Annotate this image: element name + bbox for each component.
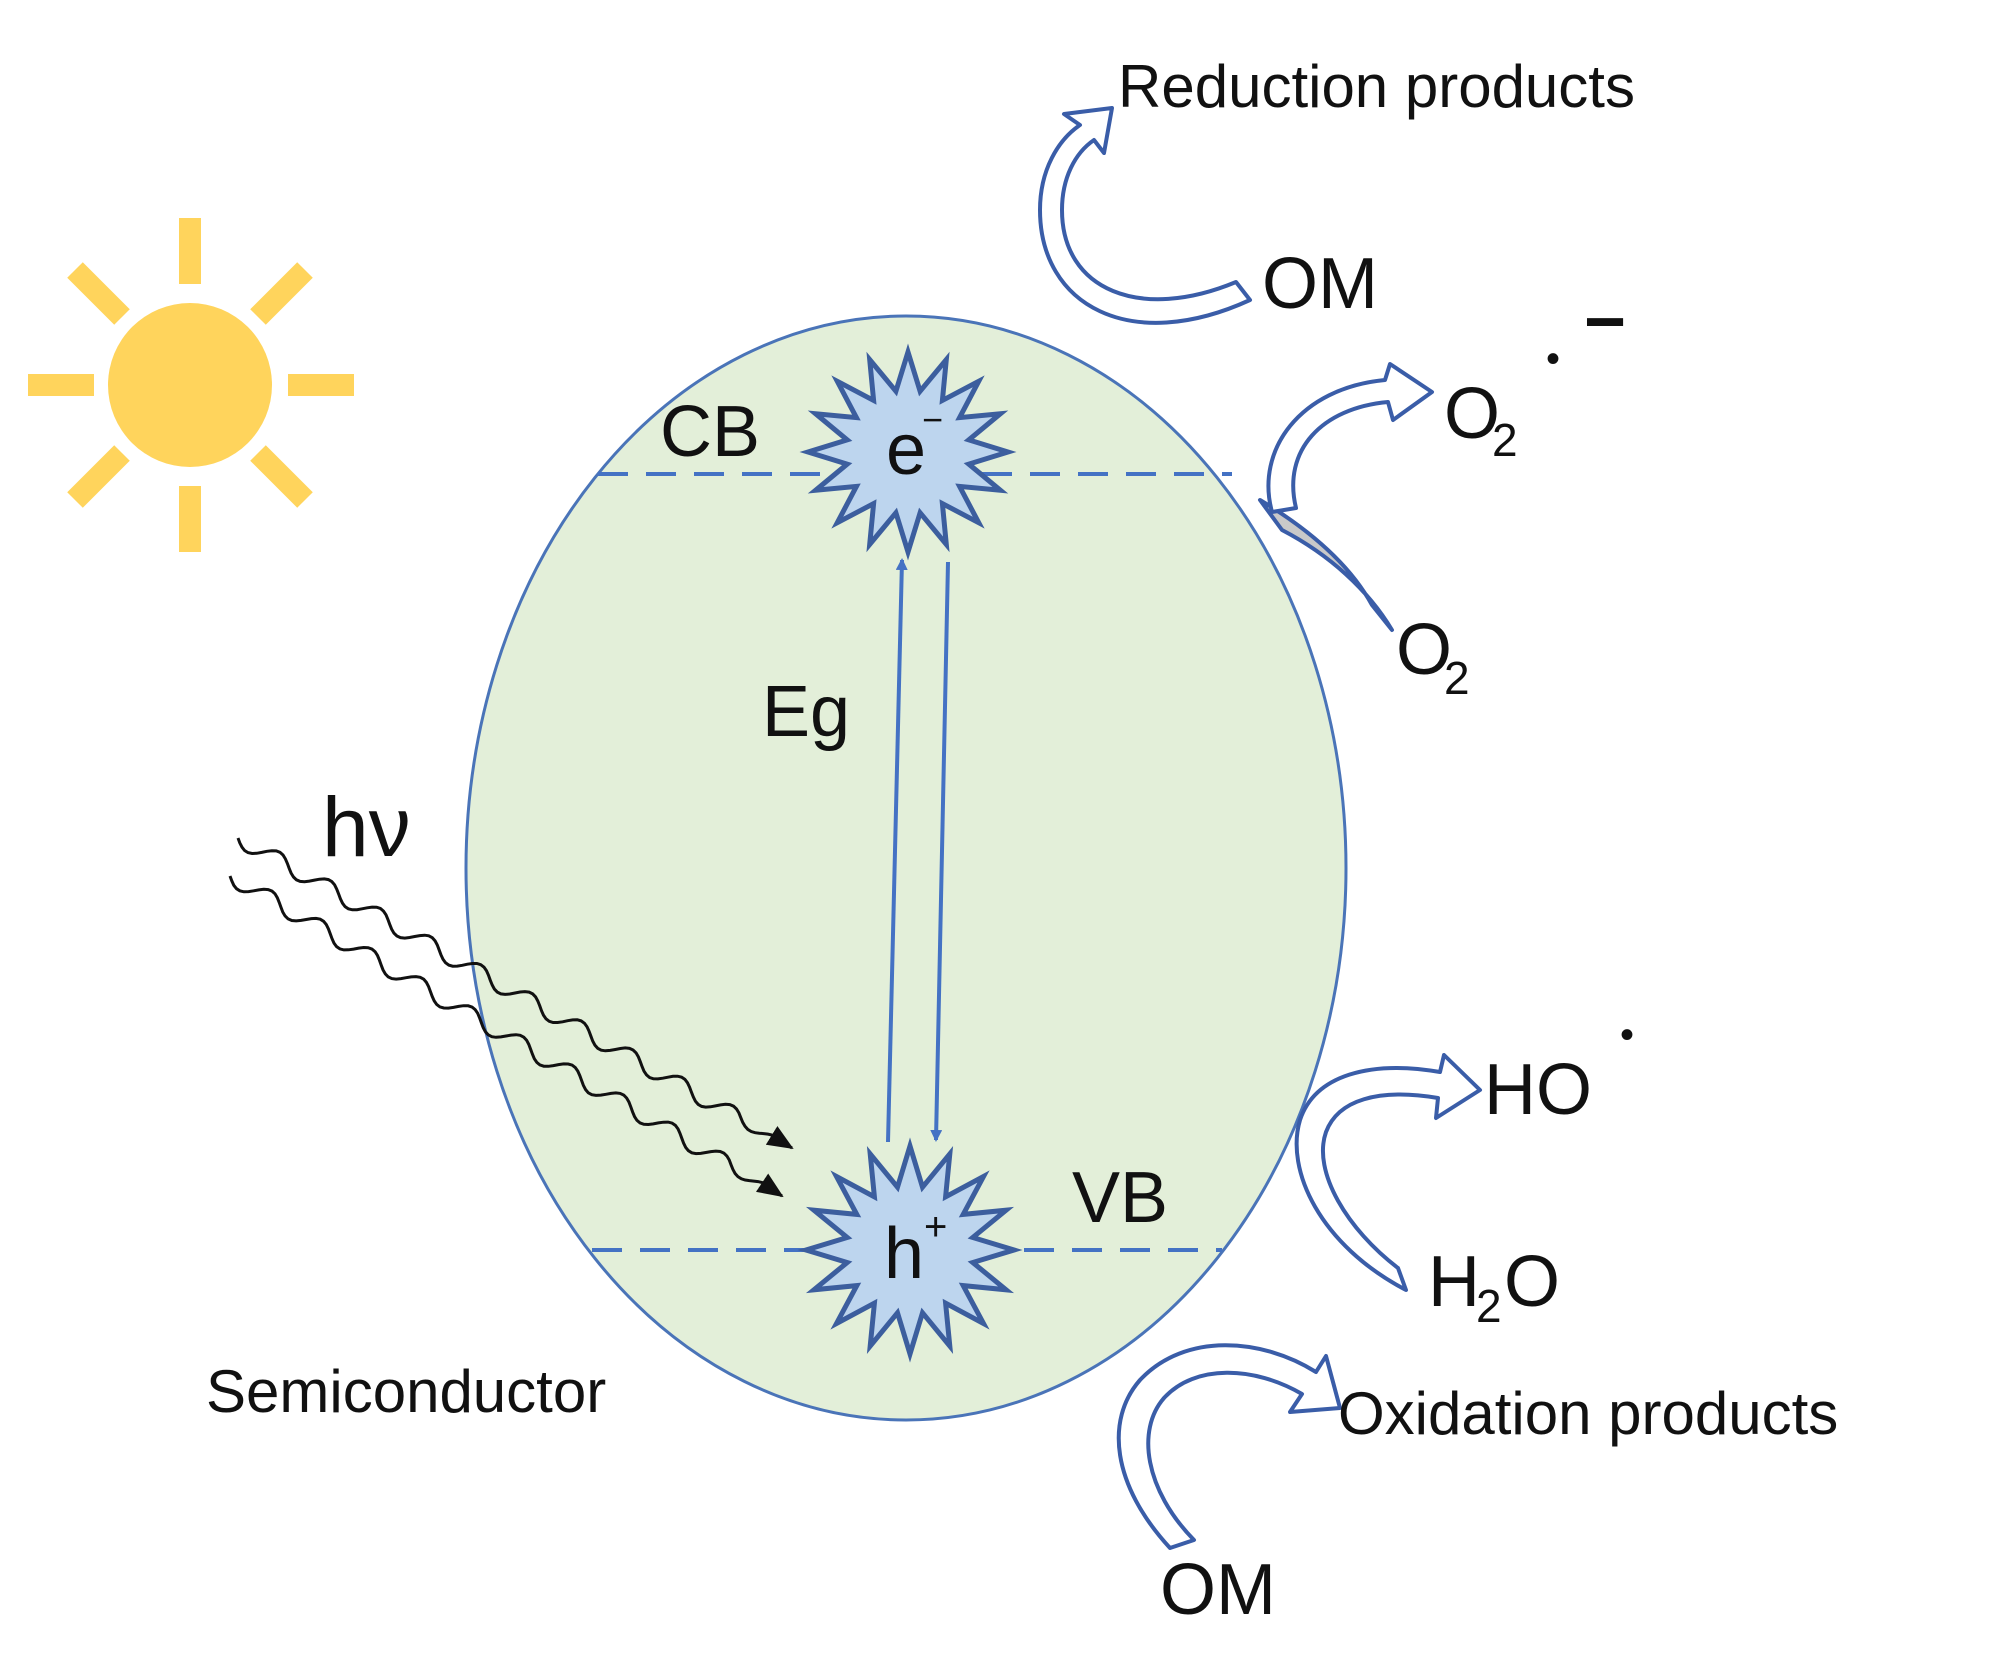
- svg-text:+: +: [924, 1205, 947, 1249]
- band-gap-label: Eg: [762, 672, 850, 752]
- svg-text:HO: HO: [1484, 1050, 1592, 1130]
- hole-burst-icon: [797, 1137, 1023, 1363]
- recombination-arrow: [930, 561, 950, 1142]
- svg-text:•: •: [1620, 1013, 1634, 1057]
- svg-text:•: •: [1546, 337, 1560, 381]
- semiconductor-particle: [464, 314, 1348, 1422]
- excitation-arrow: [886, 558, 908, 1143]
- hydroxyl-radical-label: HO •: [1484, 1013, 1634, 1130]
- semiconductor-label: Semiconductor: [206, 1358, 606, 1425]
- svg-text:−: −: [1584, 282, 1626, 362]
- svg-text:e: e: [886, 410, 926, 490]
- svg-text:O: O: [1396, 610, 1452, 690]
- svg-text:2: 2: [1492, 414, 1518, 466]
- om-bottom-label: OM: [1160, 1550, 1276, 1630]
- valence-band-label: VB: [1072, 1158, 1168, 1238]
- h2o-oxidation-arrow: [1294, 1053, 1482, 1292]
- svg-text:H: H: [1428, 1242, 1480, 1322]
- wavy-photon-arrow-icon: [228, 837, 794, 1198]
- water-label: H 2 O: [1428, 1242, 1560, 1332]
- svg-text:O: O: [1444, 374, 1500, 454]
- svg-text:2: 2: [1476, 1280, 1502, 1332]
- o2-reduction-arrow: [1258, 362, 1434, 632]
- sun-icon: [28, 218, 354, 552]
- electron-label: e −: [886, 399, 943, 490]
- svg-text:−: −: [922, 399, 943, 440]
- hole-label: h +: [884, 1205, 947, 1294]
- svg-text:O: O: [1504, 1242, 1560, 1322]
- oxidation-products-label: Oxidation products: [1338, 1380, 1838, 1447]
- superoxide-radical-label: O 2 • −: [1444, 282, 1626, 466]
- oxygen-label: O 2: [1396, 610, 1470, 704]
- om-top-label: OM: [1262, 244, 1378, 324]
- om-oxidation-arrow: [1116, 1343, 1342, 1550]
- photon-energy-label: hν: [322, 780, 411, 874]
- svg-text:2: 2: [1444, 652, 1470, 704]
- svg-text:h: h: [884, 1214, 924, 1294]
- electron-burst-icon: [799, 343, 1017, 561]
- reduction-products-label: Reduction products: [1118, 53, 1635, 120]
- conduction-band-label: CB: [660, 392, 760, 472]
- om-reduction-arrow: [1038, 106, 1252, 325]
